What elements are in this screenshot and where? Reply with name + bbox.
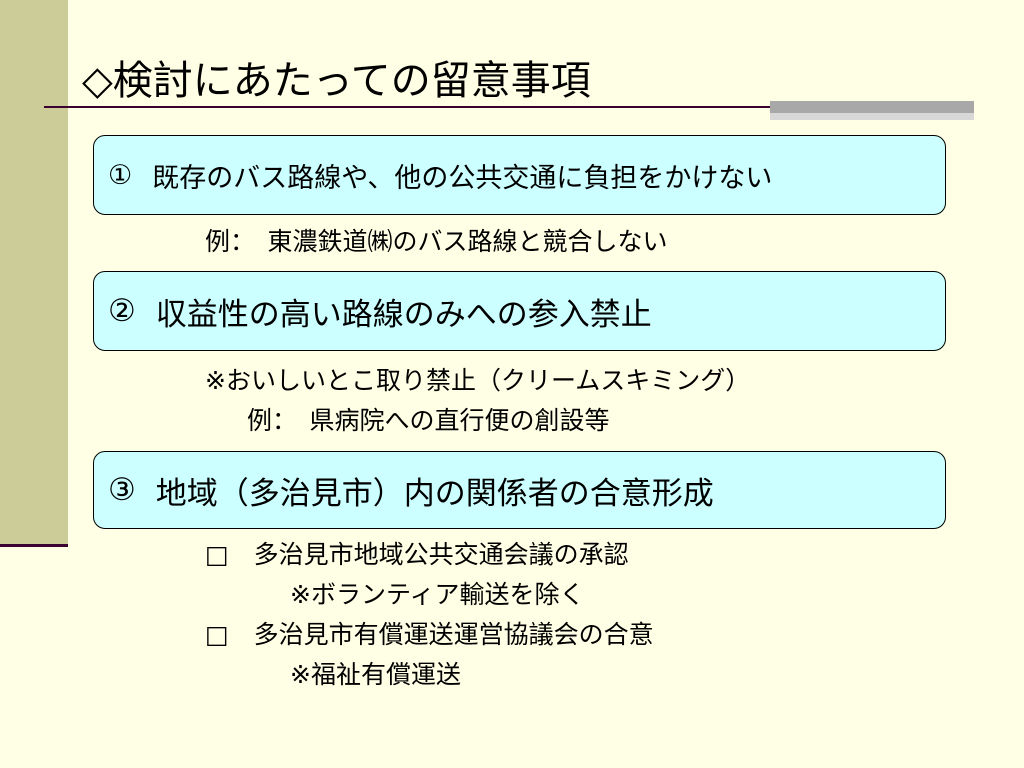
point1-example: 例： 東濃鉄道㈱のバス路線と競合しない bbox=[205, 227, 668, 256]
point-text-3: 地域（多治見市）内の関係者の合意形成 bbox=[155, 475, 714, 512]
point-box-1: ① 既存のバス路線や、他の公共交通に負担をかけない bbox=[93, 135, 946, 215]
point-number-2: ② bbox=[108, 293, 136, 329]
point2-example: 例： 県病院への直行便の創設等 bbox=[247, 406, 610, 435]
point-text-1: 既存のバス路線や、他の公共交通に負担をかけない bbox=[152, 162, 773, 194]
title-underline bbox=[44, 106, 902, 108]
left-band-rule bbox=[0, 544, 68, 547]
point-box-2: ② 収益性の高い路線のみへの参入禁止 bbox=[93, 271, 946, 351]
slide-title: ◇検討にあたっての留意事項 bbox=[82, 58, 591, 104]
point-text-2: 収益性の高い路線のみへの参入禁止 bbox=[155, 296, 652, 333]
point3-item-1: □ 多治見市地域公共交通会議の承認 bbox=[205, 540, 629, 569]
point-number-3: ③ bbox=[108, 472, 136, 508]
point2-note: ※おいしいとこ取り禁止（クリームスキミング） bbox=[205, 366, 751, 395]
title-accent-bar bbox=[770, 101, 974, 120]
point3-item-2-note: ※福祉有償運送 bbox=[290, 660, 461, 689]
point-number-1: ① bbox=[108, 159, 133, 191]
point3-item-2: □ 多治見市有償運送運営協議会の合意 bbox=[205, 620, 654, 649]
left-decorative-band bbox=[0, 0, 68, 544]
point-box-3: ③ 地域（多治見市）内の関係者の合意形成 bbox=[93, 451, 946, 529]
point3-item-1-note: ※ボランティア輸送を除く bbox=[290, 580, 585, 609]
